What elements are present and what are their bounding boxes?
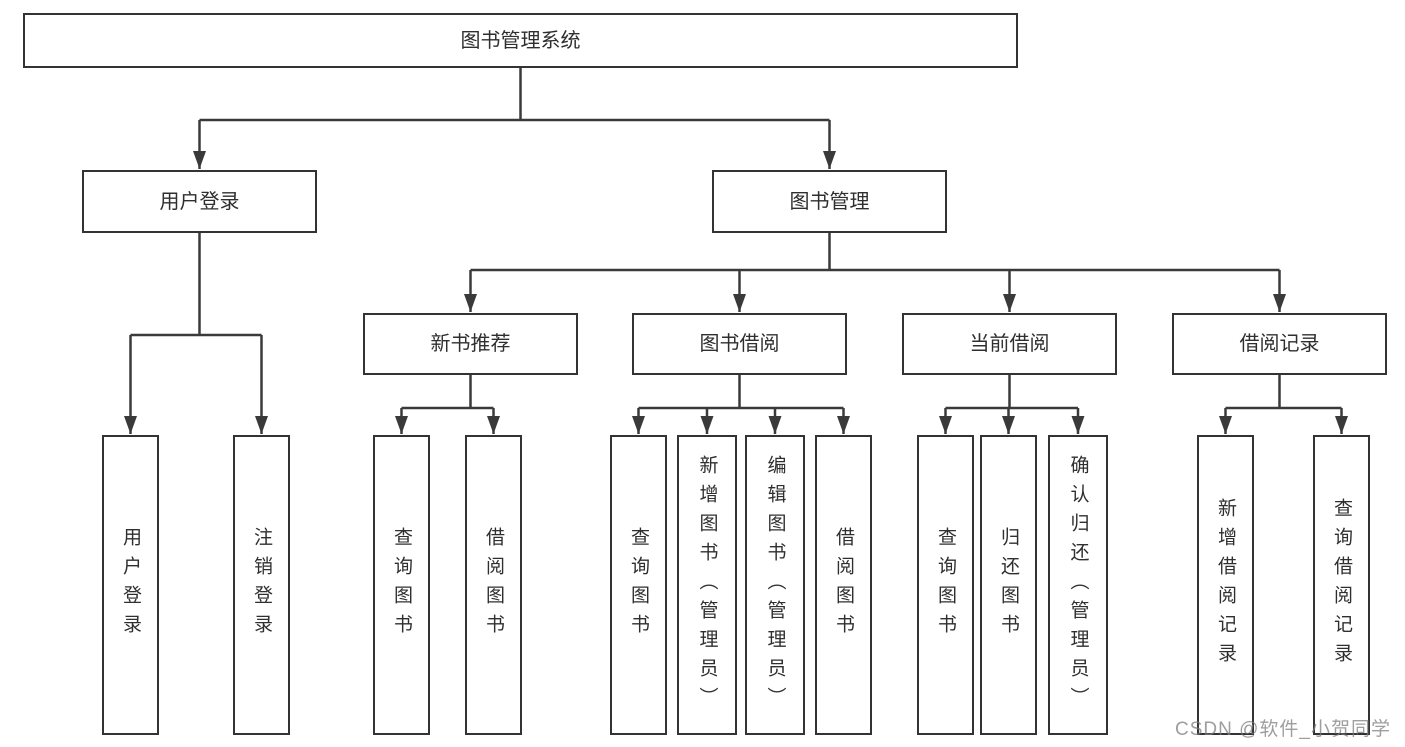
watermark-text: CSDN @软件_小贺同学 [1175, 719, 1391, 740]
node-records-query-record: 查询借阅记录 [1313, 435, 1370, 735]
rail-borrowing-records-children [1225, 375, 1342, 410]
rail-current-borrowing-children [945, 375, 1078, 410]
node-system-root: 图书管理系统 [23, 13, 1018, 68]
node-borrowing-borrow-books: 借阅图书 [815, 435, 872, 735]
node-current-query-books: 查询图书 [917, 435, 974, 735]
node-leaf-user-login: 用户登录 [102, 435, 159, 735]
node-records-add-record: 新增借阅记录 [1197, 435, 1254, 735]
node-newbooks-borrow-books: 借阅图书 [465, 435, 522, 735]
node-current-confirm-return-admin: 确认归还（管理员） [1048, 435, 1108, 735]
node-user-login: 用户登录 [82, 170, 317, 233]
node-newbooks-query-books: 查询图书 [373, 435, 430, 735]
node-borrowing-edit-books-admin: 编辑图书（管理员） [745, 435, 805, 735]
node-book-management: 图书管理 [712, 170, 947, 233]
node-borrowing-query-books: 查询图书 [610, 435, 667, 735]
rail-book-management-children [470, 233, 1280, 272]
rail-user-login-children [130, 233, 262, 337]
rail-root-to-level2 [199, 68, 830, 122]
node-borrowing-add-books-admin: 新增图书（管理员） [677, 435, 737, 735]
node-new-book-recommend: 新书推荐 [363, 313, 578, 375]
node-current-borrowing: 当前借阅 [902, 313, 1117, 375]
rail-new-book-children [401, 375, 494, 410]
node-book-borrowing: 图书借阅 [632, 313, 847, 375]
node-current-return-books: 归还图书 [980, 435, 1037, 735]
node-borrowing-records: 借阅记录 [1172, 313, 1387, 375]
node-leaf-logout: 注销登录 [233, 435, 290, 735]
rail-book-borrowing-children [638, 375, 844, 410]
